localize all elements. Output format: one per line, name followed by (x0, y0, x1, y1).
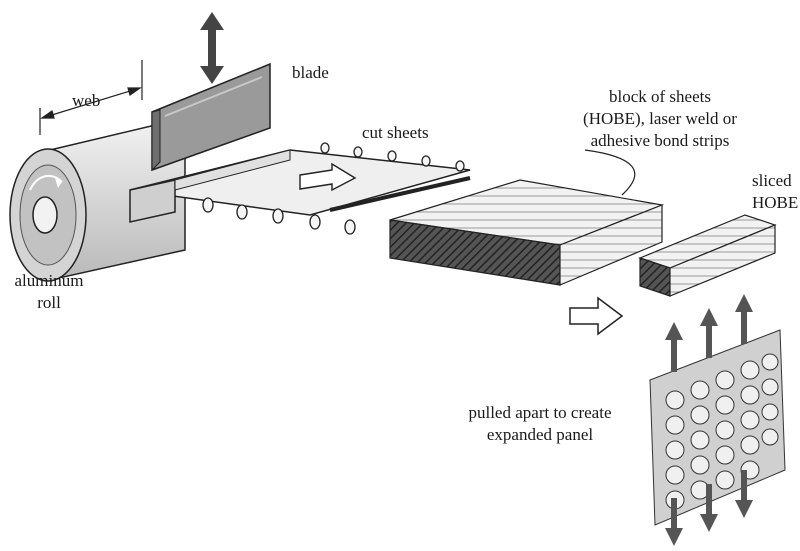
label-aluminum-line-2: roll (37, 293, 61, 312)
sliced-hobe (638, 214, 777, 297)
label-block-line-3: adhesive bond strips (590, 131, 730, 150)
label-block-line-2: (HOBE), laser weld or (583, 109, 737, 128)
label-web: web (72, 91, 101, 110)
label-pulled-line-2: expanded panel (486, 425, 594, 444)
label-cut-sheets: cut sheets (362, 123, 429, 142)
hobe-block (389, 179, 665, 286)
flow-arrow-icon (569, 296, 624, 336)
label-sliced-line-1: sliced (752, 171, 792, 190)
label-block-line-1: block of sheets (609, 87, 711, 106)
label-pulled-apart: pulled apart to create expanded panel (440, 402, 640, 446)
label-sliced-hobe: sliced HOBE (752, 170, 798, 214)
block-leader-line (584, 149, 636, 196)
label-block-of-sheets: block of sheets (HOBE), laser weld or ad… (545, 86, 775, 152)
conveyor-rollers (202, 142, 465, 235)
blade (151, 62, 271, 172)
pull-arrow-icon (665, 294, 753, 546)
label-sliced-line-2: HOBE (752, 193, 799, 212)
web-dimension (39, 60, 143, 135)
double-arrow-icon (200, 12, 224, 84)
label-pulled-line-1: pulled apart to create (468, 403, 612, 422)
expanded-honeycomb-panel (649, 329, 786, 526)
label-aluminum-line-1: aluminum (14, 271, 84, 290)
label-aluminum-roll: aluminum roll (4, 270, 94, 314)
label-blade: blade (292, 63, 329, 82)
flow-arrow-icon (299, 162, 357, 192)
